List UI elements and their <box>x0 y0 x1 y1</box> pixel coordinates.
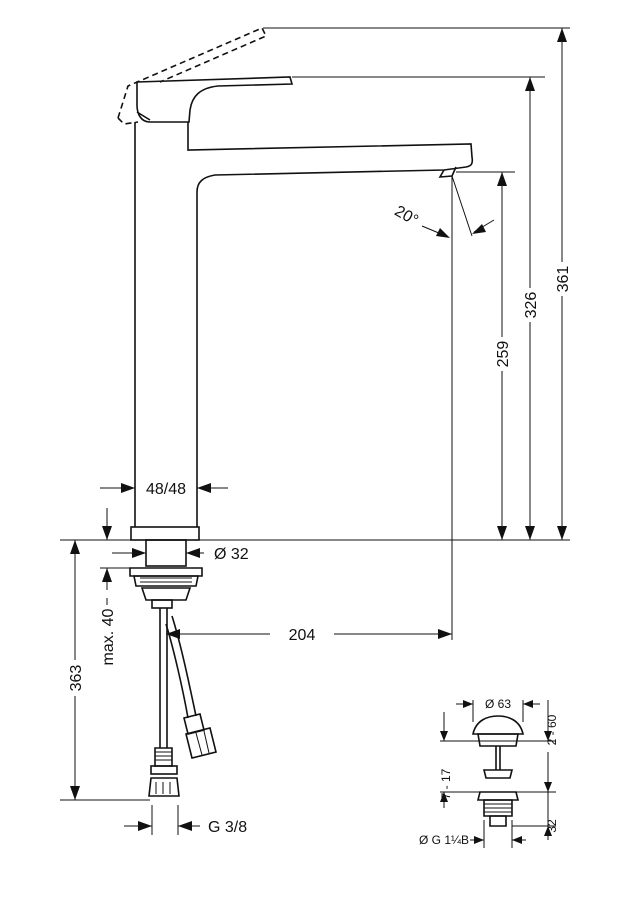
arrow <box>197 483 211 493</box>
bent-nut-facets <box>195 730 210 756</box>
waste-thread <box>484 803 512 813</box>
waste-tail <box>489 815 507 827</box>
jet-angle-line <box>451 175 473 237</box>
lever-outline <box>136 76 294 123</box>
dim-thread: Ø G 1¼B <box>419 833 469 847</box>
dim-angle: 20° <box>392 203 421 230</box>
arrow <box>440 792 448 802</box>
arrow <box>436 228 450 238</box>
arrow <box>474 836 484 844</box>
arrow <box>544 826 552 836</box>
under-counter-assembly <box>129 539 217 797</box>
waste-stem <box>495 746 501 770</box>
dim-g-3-8: G 3/8 <box>208 819 247 836</box>
waste-body <box>483 799 513 817</box>
dim-204: 204 <box>289 627 316 644</box>
arrow <box>544 782 552 792</box>
waste-nut-top <box>482 769 514 779</box>
waste-cap <box>472 715 524 735</box>
waste-nut <box>476 791 520 801</box>
dim-363: 363 <box>68 665 85 692</box>
dim-dia-63: Ø 63 <box>485 697 511 711</box>
arrow <box>463 700 473 708</box>
arrow <box>438 629 452 639</box>
arrow <box>525 526 535 540</box>
arrow <box>497 172 507 186</box>
arrow <box>523 700 533 708</box>
dim-max-40: max. 40 <box>100 608 117 665</box>
arrow <box>544 731 552 741</box>
faucet-body <box>117 26 474 541</box>
nut-thread <box>140 577 192 583</box>
arrow <box>102 568 112 582</box>
arrow <box>557 526 567 540</box>
arrow <box>557 28 567 42</box>
dim-48-48: 48/48 <box>146 481 186 498</box>
arrow <box>132 548 146 558</box>
ferrule-grip <box>155 751 172 761</box>
hose-nut-top <box>150 765 178 775</box>
arrow <box>102 526 112 540</box>
arrow <box>497 526 507 540</box>
hose-straight <box>159 608 168 748</box>
arrow <box>121 483 135 493</box>
arrow <box>472 224 486 234</box>
fixing-nut <box>133 575 199 587</box>
lever-joint <box>136 111 151 121</box>
dim-dia-32: Ø 32 <box>214 546 249 563</box>
hose-bent <box>165 615 197 719</box>
arrow <box>178 821 192 831</box>
waste-flange <box>477 733 519 747</box>
dim-2-60: 2 - 60 <box>545 714 559 745</box>
dim-259: 259 <box>495 341 512 368</box>
body-outline <box>134 122 474 527</box>
dim-32-lower: 32 <box>545 819 559 833</box>
lever-raised-outline <box>117 26 268 119</box>
arrow <box>525 77 535 91</box>
lock-nut <box>140 587 192 601</box>
fixing-washer <box>129 567 203 577</box>
arrow <box>70 786 80 800</box>
hose-end-nut <box>148 777 180 797</box>
bent-hose-nut <box>185 727 217 759</box>
arrow <box>70 540 80 554</box>
waste-valve-detail: Ø 63 2 - 60 7 - 17 32 Ø G 1¼B <box>419 697 559 848</box>
arrow <box>512 836 522 844</box>
dim-7-17: 7 - 17 <box>439 768 453 799</box>
arrow <box>138 821 152 831</box>
hose-ferrule <box>154 747 173 767</box>
dim-361: 361 <box>555 266 572 293</box>
nut-facets <box>155 782 171 794</box>
lever-raised-lower <box>117 117 139 125</box>
base-collar <box>130 526 200 541</box>
arrow <box>186 548 200 558</box>
threaded-shank <box>145 539 187 567</box>
hose-connector <box>151 599 173 609</box>
dim-326: 326 <box>523 292 540 319</box>
spout-aerator <box>438 166 457 178</box>
arrow <box>166 629 180 639</box>
arrow <box>440 731 448 741</box>
